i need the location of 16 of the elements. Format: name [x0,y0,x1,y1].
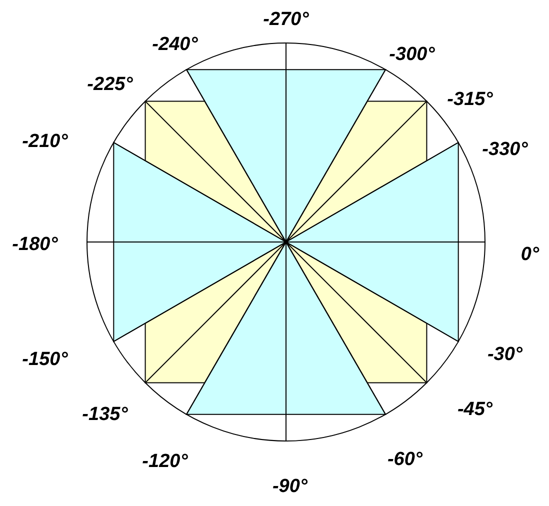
angle-label: -45° [457,399,493,421]
angle-label: 0° [520,244,540,266]
angle-label: -270° [263,9,309,31]
angle-label: -300° [389,44,435,66]
angle-label: -135° [82,404,128,426]
angle-label: -225° [87,74,133,96]
angle-label: -180° [12,234,58,256]
angle-label: -330° [482,139,528,161]
angle-label: -120° [142,451,188,473]
angle-label: -60° [387,449,423,471]
angle-label: -240° [152,34,198,56]
angle-label: -90° [272,476,308,498]
angle-label: -30° [487,344,523,366]
angle-label: -150° [22,349,68,371]
angle-label: -210° [22,131,68,153]
angle-label: -315° [447,89,493,111]
